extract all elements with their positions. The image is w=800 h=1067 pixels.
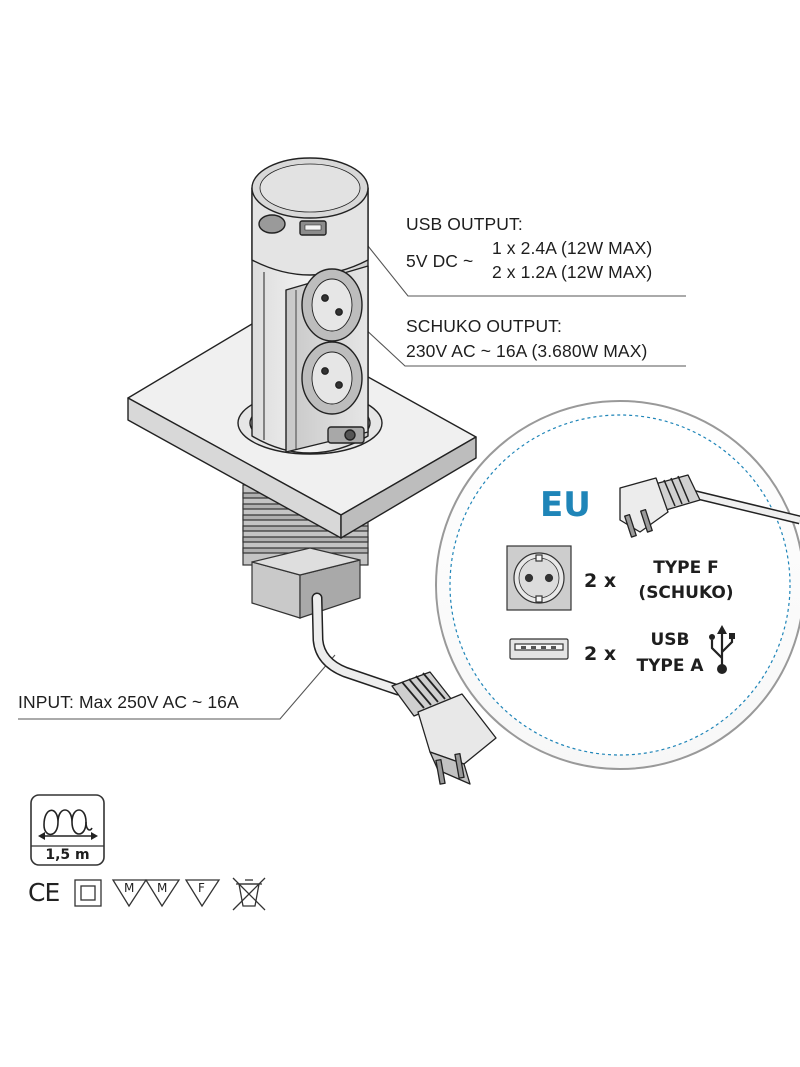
usb-output-line-2: 2 x 1.2A (12W MAX) xyxy=(492,262,653,282)
schuko-socket-icon xyxy=(506,545,572,611)
usb-output-title: USB OUTPUT: xyxy=(406,214,523,234)
double-insulation-icon xyxy=(74,879,102,907)
eu-plug-icon xyxy=(619,474,800,538)
usb-port-icon xyxy=(509,638,569,660)
socket-quantity: 2 x xyxy=(584,570,617,592)
plug-illustration xyxy=(391,671,497,785)
power-cable xyxy=(311,592,404,696)
usb-type-line-1: USB xyxy=(650,630,690,650)
furniture-m-mark-letter: M xyxy=(124,881,135,895)
popup-tower xyxy=(251,157,369,454)
schuko-output-title: SCHUKO OUTPUT: xyxy=(406,316,562,336)
furniture-m-mark-letter: M xyxy=(157,881,168,895)
usb-symbol-icon xyxy=(709,625,735,674)
usb-output-voltage: 5V DC ~ xyxy=(406,251,474,271)
usb-output-line-1: 1 x 2.4A (12W MAX) xyxy=(492,238,653,258)
weee-bin-icon xyxy=(232,877,266,911)
usb-quantity: 2 x xyxy=(584,643,617,665)
socket-type-line-2: (SCHUKO) xyxy=(638,583,734,603)
furniture-m-mark-icon xyxy=(111,879,181,908)
socket-type-line-1: TYPE F xyxy=(653,558,719,578)
furniture-f-mark-letter: F xyxy=(198,881,205,895)
coiled-cable-icon xyxy=(30,794,105,866)
furniture-f-mark-icon xyxy=(184,879,221,908)
callout-lines xyxy=(18,225,686,720)
cable-length: 1,5 m xyxy=(45,847,90,863)
certification-marks xyxy=(74,877,266,911)
usb-type-line-2: TYPE A xyxy=(636,656,704,676)
input-rating: INPUT: Max 250V AC ~ 16A xyxy=(18,692,239,712)
eu-region-title: EU xyxy=(540,485,591,525)
eu-spec-panel xyxy=(435,400,800,770)
ce-mark: CE xyxy=(28,878,60,907)
schuko-output-rating: 230V AC ~ 16A (3.680W MAX) xyxy=(406,341,648,361)
